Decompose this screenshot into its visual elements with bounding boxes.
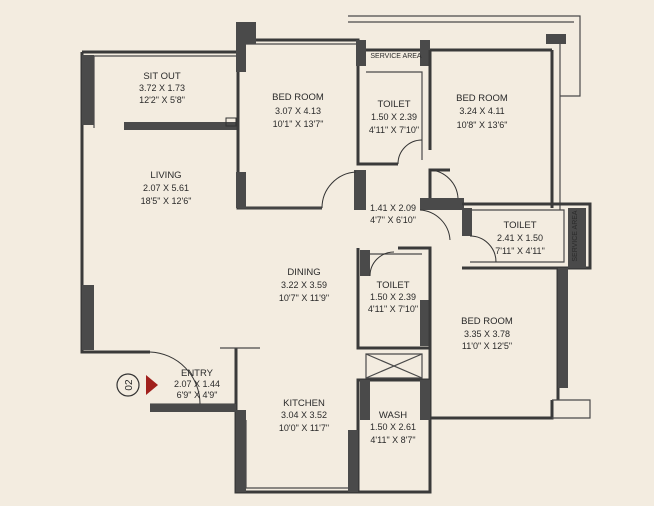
svg-text:3.07 X 4.13: 3.07 X 4.13 [275,106,321,116]
svg-text:WASH: WASH [379,410,407,421]
svg-text:2.07 X 5.61: 2.07 X 5.61 [143,183,189,193]
svg-text:DINING: DINING [287,267,320,278]
svg-text:TOILET: TOILET [376,280,409,291]
svg-text:3.22 X 3.59: 3.22 X 3.59 [281,280,327,290]
svg-text:2.07 X 1.44: 2.07 X 1.44 [174,379,220,389]
svg-text:18'5" X 12'6": 18'5" X 12'6" [141,196,192,206]
entry-arrow-icon [146,375,158,395]
room-toilet1: TOILET 1.50 X 2.39 4'11" X 7'10" [369,99,419,135]
svg-text:LIVING: LIVING [150,170,181,181]
svg-text:3.04 X 3.52: 3.04 X 3.52 [281,410,327,420]
room-toilet3: TOILET 1.50 X 2.39 4'11" X 7'10" [368,280,418,314]
svg-text:6'9" X 4'9": 6'9" X 4'9" [177,390,218,400]
svg-text:3.72 X 1.73: 3.72 X 1.73 [139,83,185,93]
room-bed3: BED ROOM 3.35 X 3.78 11'0" X 12'5" [461,316,513,351]
svg-text:BED ROOM: BED ROOM [461,316,513,327]
svg-text:TOILET: TOILET [377,99,410,110]
svg-text:4'11" X 8'7": 4'11" X 8'7" [370,435,415,445]
room-wash: WASH 1.50 X 2.61 4'11" X 8'7" [370,410,416,445]
room-passage: 1.41 X 2.09 4'7" X 6'10" [370,203,416,225]
svg-text:3.24 X 4.11: 3.24 X 4.11 [459,106,504,116]
svg-text:10'8" X 13'6": 10'8" X 13'6" [457,120,508,130]
svg-text:BED ROOM: BED ROOM [456,93,508,104]
svg-text:4'11" X 7'10": 4'11" X 7'10" [369,125,419,135]
svg-text:4'7" X 6'10": 4'7" X 6'10" [370,215,416,225]
svg-text:1.50 X 2.39: 1.50 X 2.39 [370,292,416,302]
room-toilet2: TOILET 2.41 X 1.50 7'11" X 4'11" [495,220,545,256]
walls [80,15,592,494]
svg-text:10'1" X 13'7": 10'1" X 13'7" [273,119,324,129]
svg-text:10'0" X 11'7": 10'0" X 11'7" [279,423,329,433]
svg-text:7'11" X 4'11": 7'11" X 4'11" [495,246,545,256]
svg-text:BED ROOM: BED ROOM [272,92,324,103]
svg-text:1.50 X 2.39: 1.50 X 2.39 [371,112,417,122]
room-kitchen: KITCHEN 3.04 X 3.52 10'0" X 11'7" [279,398,329,433]
svg-text:3.35 X 3.78: 3.35 X 3.78 [464,329,510,339]
service-area-right-label: SERVICE AREA [572,210,579,262]
svg-text:1.50 X 2.61: 1.50 X 2.61 [370,422,416,432]
svg-text:4'11" X 7'10": 4'11" X 7'10" [368,304,418,314]
svg-text:ENTRY: ENTRY [181,368,214,379]
room-bed2: BED ROOM 3.24 X 4.11 10'8" X 13'6" [456,93,508,130]
svg-text:KITCHEN: KITCHEN [283,398,325,409]
service-area-top-label: SERVICE AREA [370,53,422,60]
svg-text:SIT OUT: SIT OUT [143,71,180,82]
unit-marker: 02 [116,373,158,397]
room-entry: ENTRY 2.07 X 1.44 6'9" X 4'9" [174,368,220,400]
svg-text:TOILET: TOILET [503,220,536,231]
svg-text:11'0" X 12'5": 11'0" X 12'5" [462,341,512,351]
svg-text:1.41 X 2.09: 1.41 X 2.09 [370,203,416,213]
svg-text:10'7" X 11'9": 10'7" X 11'9" [279,293,329,303]
unit-number: 02 [124,379,135,391]
svg-text:2.41 X 1.50: 2.41 X 1.50 [497,233,543,243]
room-sitout: SIT OUT 3.72 X 1.73 12'2" X 5'8" [139,71,185,105]
room-living: LIVING 2.07 X 5.61 18'5" X 12'6" [141,170,192,206]
room-bed1: BED ROOM 3.07 X 4.13 10'1" X 13'7" [272,92,324,129]
doors [149,117,497,405]
room-dining: DINING 3.22 X 3.59 10'7" X 11'9" [279,267,329,303]
svg-text:12'2" X 5'8": 12'2" X 5'8" [139,95,185,105]
